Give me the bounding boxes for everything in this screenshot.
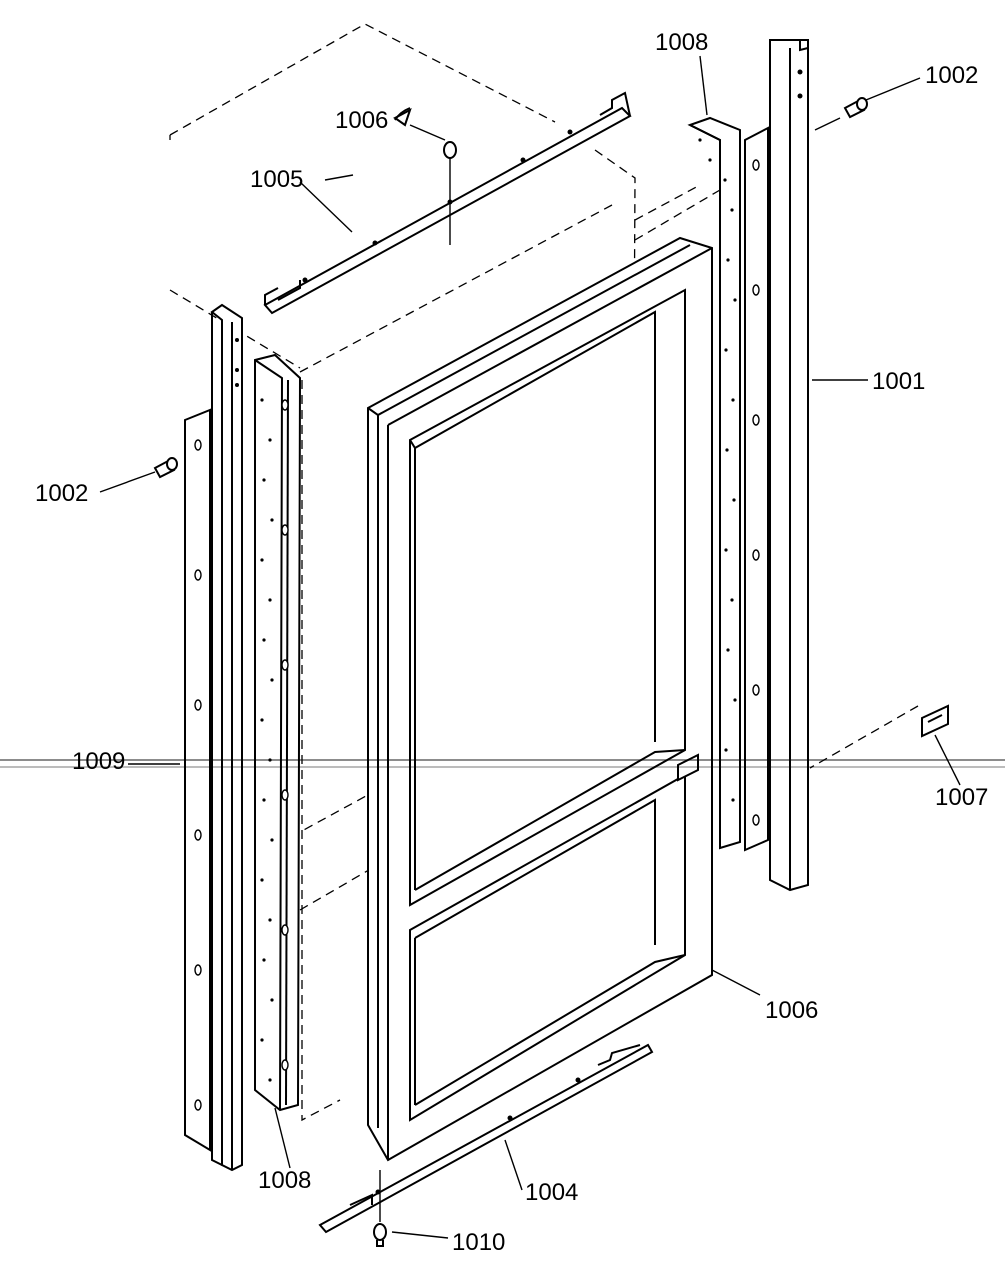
- part-1005-top-rail[interactable]: [263, 91, 632, 315]
- gasket-speckle-left: [260, 398, 289, 1082]
- callout-1010: 1010: [452, 1229, 505, 1256]
- callout-1001: 1001: [872, 368, 925, 395]
- callout-1002-left: 1002: [35, 480, 88, 507]
- part-1001-right-channel[interactable]: [744, 39, 841, 892]
- callout-1007: 1007: [935, 784, 988, 811]
- part-1002-screw-left[interactable]: [153, 457, 178, 479]
- callout-1009: 1009: [72, 748, 125, 775]
- callout-1006-screw: 1006: [335, 107, 388, 134]
- part-1008-right-gasket[interactable]: [687, 116, 741, 850]
- part-1004-bottom-rail[interactable]: [318, 1043, 654, 1234]
- part-1009-left-channel[interactable]: [210, 303, 243, 1172]
- callout-1008-top: 1008: [655, 29, 708, 56]
- callout-1006: 1006: [765, 997, 818, 1024]
- section-line-1009: [0, 759, 1005, 768]
- part-left-hinge-plate[interactable]: [184, 408, 211, 1152]
- callout-1008-bottom: 1008: [258, 1167, 311, 1194]
- part-1006-door-frame[interactable]: [367, 236, 713, 1162]
- leader-lines: [99, 55, 961, 1239]
- gasket-speckle: [698, 138, 737, 802]
- callout-1005: 1005: [250, 166, 303, 193]
- part-1010-screw-bottom[interactable]: [373, 1170, 387, 1247]
- part-1006-screw-top[interactable]: [393, 107, 457, 245]
- part-1007-clip[interactable]: [809, 704, 949, 769]
- part-1008-left-gasket[interactable]: [254, 353, 302, 1112]
- callout-1002-top: 1002: [925, 62, 978, 89]
- part-1002-screw-right[interactable]: [843, 97, 868, 119]
- callout-1004: 1004: [525, 1179, 578, 1206]
